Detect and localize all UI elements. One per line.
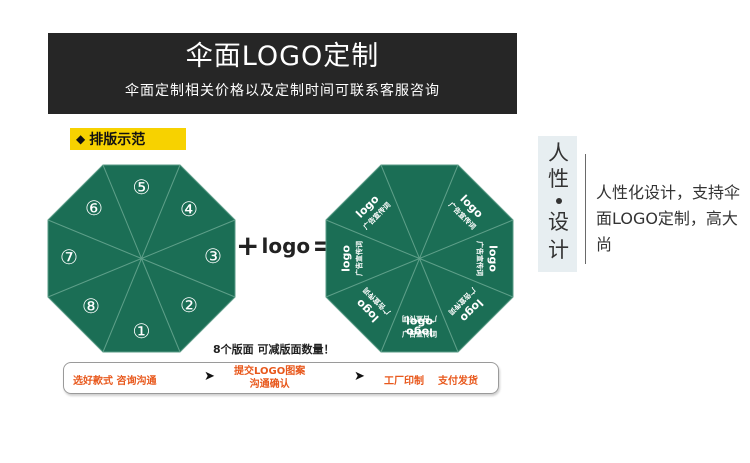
- svg-text:logo: logo: [406, 326, 433, 339]
- flow-step-submit-line1: 提交LOGO图案: [234, 366, 306, 377]
- svg-text:广告宣传词: 广告宣传词: [476, 241, 485, 276]
- header-banner: 伞面LOGO定制 伞面定制相关价格以及定制时间可联系客服咨询: [48, 33, 517, 114]
- logo-word: logo: [261, 234, 311, 258]
- panel-logo-left: logo 广告宣传词: [476, 241, 500, 276]
- panel-number-6: ⑥: [85, 196, 103, 220]
- banner-subtitle: 伞面定制相关价格以及定制时间可联系客服咨询: [125, 83, 440, 99]
- umbrella-numbered: ⑤ ④ ③ ② ① ⑧ ⑦ ⑥: [47, 164, 236, 353]
- banner-title: 伞面LOGO定制: [185, 41, 380, 72]
- flow-step-ship: 支付发货: [438, 376, 478, 387]
- plus-logo-equals: + logo =: [236, 232, 336, 260]
- plus-sign: +: [236, 229, 260, 262]
- diamond-icon: ◆: [76, 132, 86, 146]
- panel-number-5: ⑤: [133, 175, 151, 199]
- side-char-2: 性: [548, 167, 569, 191]
- panel-count-note: 8个版面 可减版面数量！: [213, 343, 335, 356]
- umbrella-ribs: [47, 164, 236, 353]
- process-flow: 选好款式 咨询沟通 ➤ 提交LOGO图案 沟通确认 ➤ 工厂印制 支付发货: [63, 362, 499, 394]
- section-tag: ◆ 排版示范: [70, 128, 186, 150]
- flow-step-print: 工厂印制: [384, 376, 424, 387]
- panel-number-3: ③: [204, 244, 222, 268]
- section-tag-label: 排版示范: [89, 132, 146, 148]
- divider-line: [585, 154, 586, 264]
- arrow-right-icon: ➤: [354, 369, 365, 384]
- umbrella-logo-layout: logo 广告宣传词 logo 广告宣传词 logo 广告宣传词 logo 广告…: [325, 164, 514, 353]
- panel-logo-bottom: logo 广告宣传词: [402, 315, 437, 339]
- flow-step-choose: 选好款式 咨询沟通: [73, 376, 157, 387]
- panel-number-4: ④: [180, 197, 198, 221]
- arrow-right-icon: ➤: [204, 369, 215, 384]
- panel-logo-right: logo 广告宣传词: [340, 241, 364, 276]
- panel-number-8: ⑧: [82, 294, 100, 318]
- dot-icon: [556, 198, 562, 204]
- svg-text:广告宣传词: 广告宣传词: [402, 315, 437, 324]
- side-label-box: [538, 136, 577, 272]
- svg-text:logo: logo: [487, 245, 500, 272]
- svg-text:logo: logo: [340, 245, 353, 272]
- svg-text:广告宣传词: 广告宣传词: [402, 330, 437, 339]
- panel-number-7: ⑦: [60, 245, 78, 269]
- side-char-3: 设: [548, 210, 569, 234]
- panel-number-2: ②: [180, 293, 198, 317]
- side-char-4: 计: [548, 238, 569, 262]
- svg-text:广告宣传词: 广告宣传词: [355, 241, 364, 276]
- flow-step-submit: 提交LOGO图案 沟通确认: [234, 365, 305, 391]
- umbrella-ribs: [325, 164, 514, 353]
- panel-logo-top: logo 广告宣传词: [402, 315, 437, 339]
- flow-step-submit-line2: 沟通确认: [249, 379, 290, 390]
- side-char-1: 人: [548, 141, 569, 165]
- panel-number-1: ①: [133, 319, 151, 343]
- side-description: 人性化设计，支持伞面LOGO定制，高大尚: [596, 183, 741, 254]
- svg-text:logo: logo: [406, 315, 433, 328]
